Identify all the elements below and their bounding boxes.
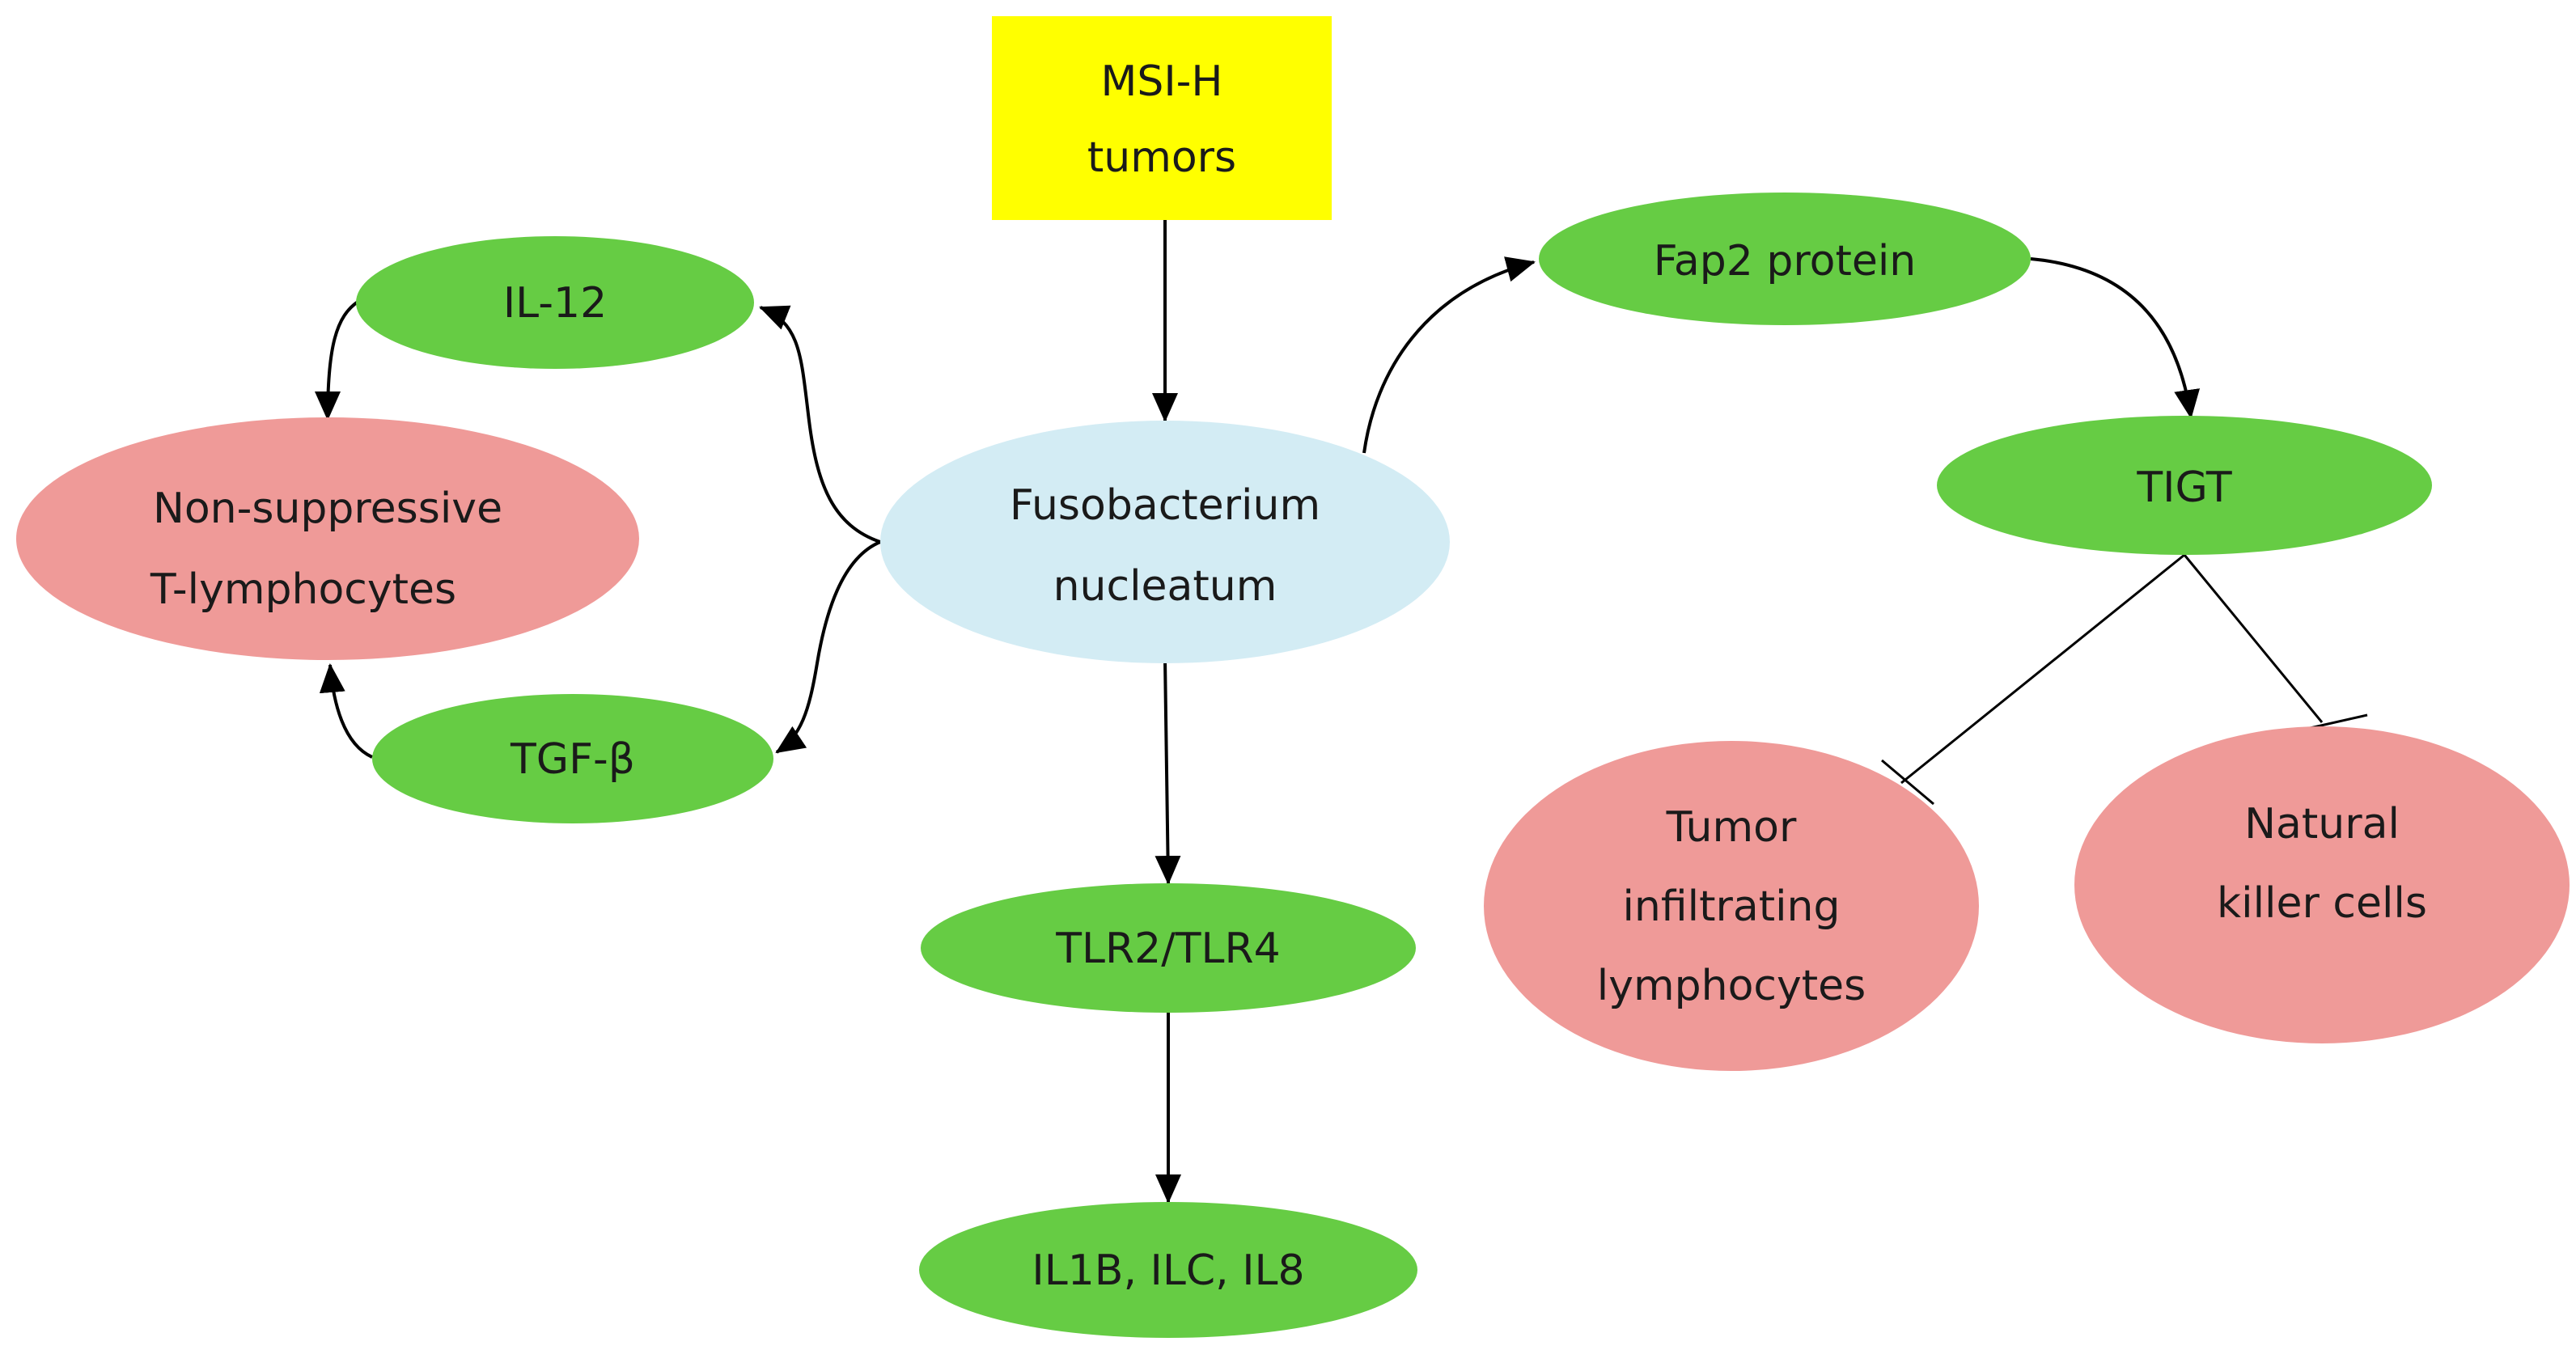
node-shape: [992, 16, 1332, 220]
node-msi-h-tumors: MSI-H tumors: [992, 16, 1332, 220]
node-shape: [919, 1202, 1417, 1338]
edge-tigt-inhibits-til: [1900, 553, 2185, 785]
node-label: TLR2/TLR4: [1055, 925, 1280, 973]
node-il1b-ilc-il8: IL1B, ILC, IL8: [919, 1202, 1417, 1338]
node-label: IL1B, ILC, IL8: [1032, 1246, 1304, 1295]
edge-fuso-to-fap2: [1362, 256, 1536, 454]
node-il-12: IL-12: [356, 236, 754, 369]
node-label-line: Fusobacterium: [1010, 481, 1320, 530]
node-label: IL-12: [503, 279, 607, 328]
node-label-line: infiltrating: [1622, 882, 1840, 931]
node-tumor-infiltrating-lymphocytes: Tumor infiltrating lymphocytes: [1484, 741, 1979, 1071]
edge-fuso-to-tgfb: [775, 540, 881, 754]
node-tgf-beta: TGF-β: [372, 694, 773, 823]
node-label-line: Tumor: [1666, 803, 1797, 852]
inhibition-bar-til: [1881, 759, 1934, 806]
node-fusobacterium-nucleatum: Fusobacterium nucleatum: [880, 421, 1450, 663]
edge-fuso-to-il12: [759, 305, 881, 544]
node-shape: [372, 694, 773, 823]
node-non-suppressive-t-lymphocytes: Non-suppressive T-lymphocytes: [16, 417, 639, 660]
node-shape: [921, 883, 1416, 1013]
node-shape: [880, 421, 1450, 663]
node-shape: [356, 236, 754, 369]
nodes: MSI-H tumors Fusobacterium nucleatum IL-…: [16, 16, 2570, 1338]
node-tlr2-tlr4: TLR2/TLR4: [921, 883, 1416, 1013]
node-shape: [16, 417, 639, 660]
node-tigt: TIGT: [1937, 416, 2432, 555]
node-label-line: Non-suppressive: [153, 485, 502, 533]
node-label-line: Natural: [2244, 800, 2400, 849]
node-shape: [1484, 741, 1979, 1071]
node-label: TGF-β: [510, 735, 635, 784]
edge-fuso-to-tlr: [1155, 658, 1181, 885]
node-label-line: nucleatum: [1053, 562, 1277, 611]
edge-fap2-to-tigt: [2030, 257, 2201, 419]
node-shape: [1937, 416, 2432, 555]
node-label-line: lymphocytes: [1597, 962, 1866, 1010]
node-fap2-protein: Fap2 protein: [1539, 193, 2031, 325]
node-label: TIGT: [2136, 463, 2232, 512]
node-shape: [2074, 726, 2570, 1043]
node-natural-killer-cells: Natural killer cells: [2074, 726, 2570, 1043]
edge-tgfb-to-nonsup: [319, 663, 373, 759]
node-shape: [1539, 193, 2031, 325]
node-label-line: T-lymphocytes: [150, 565, 456, 614]
node-label-line: MSI-H: [1100, 57, 1222, 106]
node-label-line: tumors: [1087, 133, 1236, 182]
node-label-line: killer cells: [2217, 879, 2427, 928]
edge-il12-to-nonsup: [315, 299, 361, 421]
node-label: Fap2 protein: [1654, 237, 1916, 286]
edge-tigt-inhibits-nk: [2183, 554, 2324, 723]
